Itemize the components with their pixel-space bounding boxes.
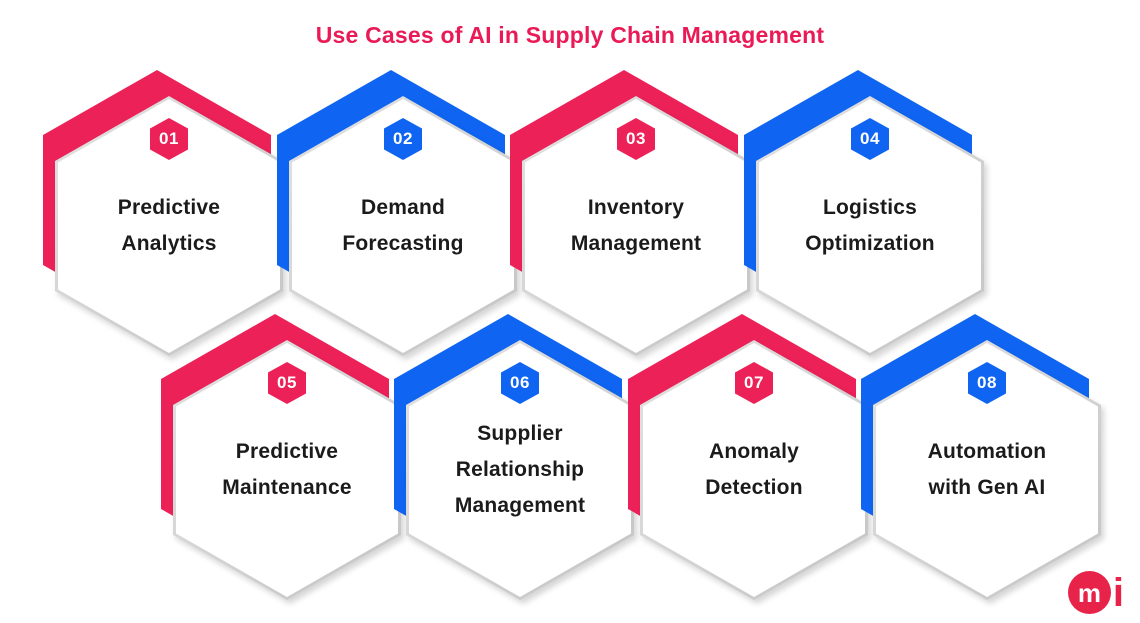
brand-logo: m i	[1067, 571, 1124, 615]
card-number: 06	[510, 373, 530, 392]
card-number: 03	[626, 129, 646, 148]
card-label-line: Management	[454, 494, 586, 517]
card-label-line: Analytics	[121, 232, 217, 255]
card-label-line: Predictive	[117, 196, 221, 219]
card-label-line: Detection	[705, 476, 803, 499]
card-label-line: with Gen AI	[928, 476, 1046, 499]
card-label-line: Anomaly	[708, 440, 800, 463]
brand-logo-suffix: i	[1112, 571, 1124, 615]
card-number-badge: 02	[381, 115, 425, 163]
card-number: 02	[393, 129, 413, 148]
card-label-line: Maintenance	[222, 476, 352, 499]
card-number: 07	[744, 373, 764, 392]
card-number: 01	[159, 129, 179, 148]
card-number-badge-fill	[384, 118, 422, 160]
card-label-line: Inventory	[587, 196, 685, 219]
card-label-line: Logistics	[823, 196, 917, 219]
card-hexagon	[522, 96, 750, 356]
use-case-card: 08 Automation with Gen AI	[861, 314, 1101, 600]
card-label-line: Forecasting	[342, 232, 464, 255]
card-label-line: Supplier	[477, 422, 563, 445]
card-number-badge: 05	[265, 359, 309, 407]
card-label-line: Management	[570, 232, 702, 255]
brand-logo-mark: m	[1077, 578, 1101, 608]
brand-logo-circle-icon: m	[1067, 571, 1111, 614]
card-number: 04	[860, 129, 880, 148]
card-label-line: Automation	[927, 440, 1047, 463]
card-label: Automation with Gen AI	[887, 340, 1087, 600]
card-label-line: Predictive	[235, 440, 339, 463]
card-label-line: Relationship	[455, 458, 585, 481]
card-number: 05	[277, 373, 297, 392]
page-title: Use Cases of AI in Supply Chain Manageme…	[315, 22, 825, 48]
card-number: 08	[977, 373, 997, 392]
card-label-line: Demand	[360, 196, 446, 219]
card-number-badge-fill	[268, 362, 306, 404]
card-label-line: Optimization	[805, 232, 935, 255]
